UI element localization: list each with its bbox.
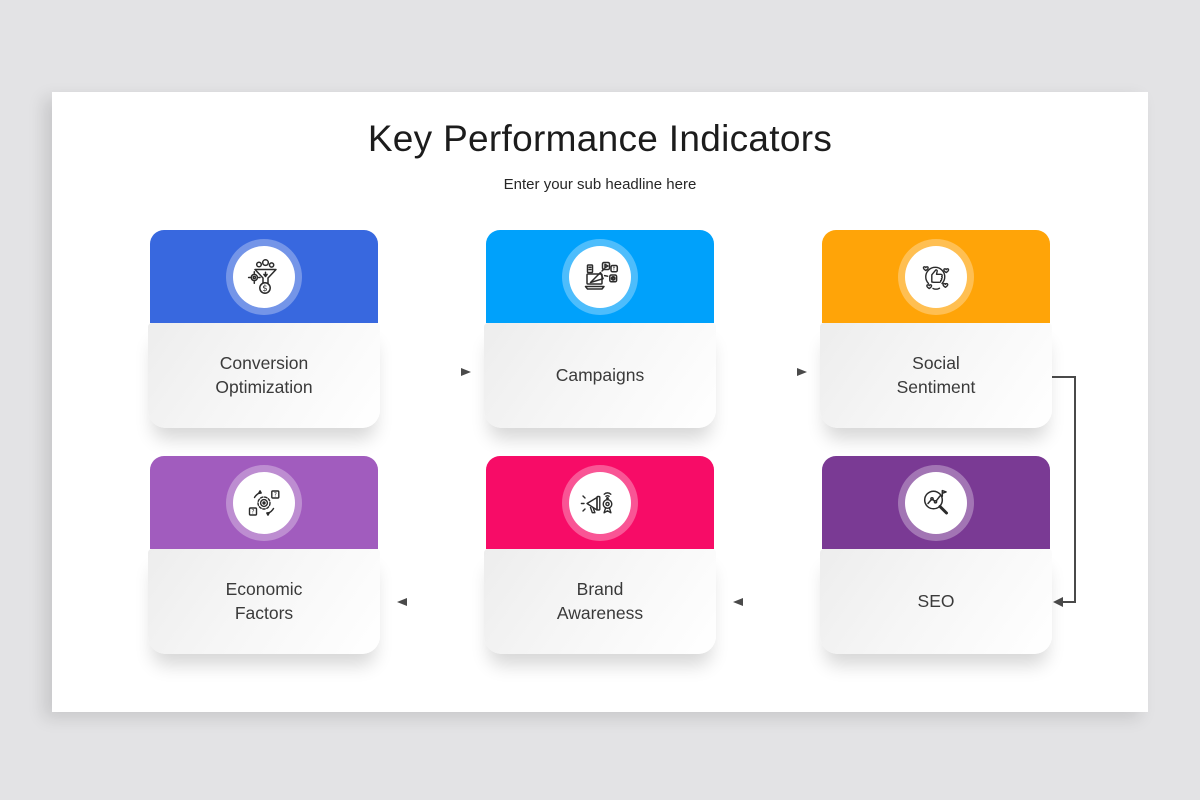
kpi-card-conversion-optimization[interactable]: $ Conversion Optimization (148, 230, 380, 428)
card-header (822, 230, 1050, 323)
card-body: SEO (820, 549, 1052, 654)
connector-social-sentiment-to-seo (1050, 376, 1076, 607)
laptop-megaphone-icon: f (584, 261, 619, 290)
megaphone-badge-icon (580, 491, 613, 513)
card-body: Economic Factors (148, 549, 380, 654)
icon-circle: $ (233, 245, 295, 308)
icon-circle (569, 471, 631, 534)
arrow-campaigns-to-social-sentiment (732, 368, 807, 376)
page-title[interactable]: Key Performance Indicators (367, 118, 833, 159)
card-label: Social Sentiment (896, 353, 976, 397)
arrow-brand-awareness-to-economic-factors (397, 598, 472, 606)
kpi-card-campaigns[interactable]: f Campaigns (484, 230, 716, 428)
cycle-question-icon: ? ? (248, 489, 280, 516)
card-header: $ (150, 230, 378, 323)
funnel-dollar-icon: $ (247, 258, 277, 294)
card-header (486, 456, 714, 549)
card-header (822, 456, 1050, 549)
icon-circle: ? ? (233, 471, 295, 534)
page-subtitle[interactable]: Enter your sub headline here (503, 176, 697, 193)
icon-circle: f (569, 245, 631, 308)
slide-canvas: Key Performance Indicators Enter your su… (52, 92, 1148, 712)
arrow-conversion-to-campaigns (396, 368, 471, 376)
card-label: Brand Awareness (556, 579, 644, 623)
svg-text:?: ? (274, 491, 277, 498)
card-body: Campaigns (484, 323, 716, 428)
icon-circle (905, 245, 967, 308)
svg-text:f: f (613, 265, 616, 272)
icon-circle (905, 471, 967, 534)
kpi-card-seo[interactable]: SEO (820, 456, 1052, 654)
card-body: Social Sentiment (820, 323, 1052, 428)
kpi-card-economic-factors[interactable]: ? ? Economic Factors (148, 456, 380, 654)
card-label: SEO (917, 590, 955, 611)
card-label: Campaigns (555, 364, 645, 385)
svg-text:?: ? (251, 508, 254, 515)
card-label: Economic Factors (225, 579, 303, 623)
card-body: Conversion Optimization (148, 323, 380, 428)
card-body: Brand Awareness (484, 549, 716, 654)
svg-text:$: $ (262, 284, 267, 294)
card-header: f (486, 230, 714, 323)
arrow-seo-to-brand-awareness (733, 598, 808, 606)
thumbs-up-hearts-icon (922, 265, 950, 290)
card-header: ? ? (150, 456, 378, 549)
kpi-card-brand-awareness[interactable]: Brand Awareness (484, 456, 716, 654)
kpi-card-social-sentiment[interactable]: Social Sentiment (820, 230, 1052, 428)
card-label: Conversion Optimization (215, 353, 313, 397)
search-chart-icon (923, 489, 948, 514)
